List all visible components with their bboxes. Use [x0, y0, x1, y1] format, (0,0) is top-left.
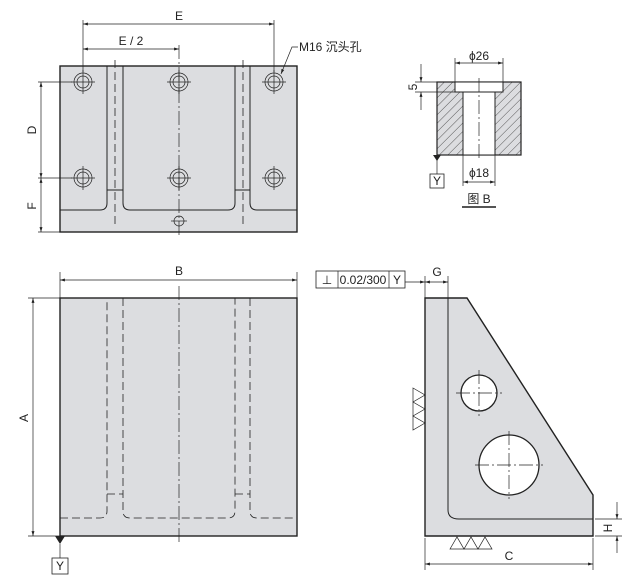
dia-26-label: ϕ26: [469, 49, 489, 63]
tolerance-datum: Y: [393, 273, 401, 287]
hole-note: M16 沉头孔: [299, 40, 362, 54]
section-b: ϕ26 5 ϕ18 Y 图 B: [406, 49, 522, 208]
dim-d-label: D: [25, 125, 39, 134]
datum-y-label: Y: [56, 559, 64, 573]
small-hole: [456, 370, 502, 416]
tolerance-value: 0.02/300: [340, 273, 387, 287]
dim-c-label: C: [505, 549, 514, 563]
front-view: B A Y: [17, 264, 298, 575]
dim-e-label: E: [175, 9, 183, 23]
section-b-title: 图 B: [467, 192, 490, 206]
large-hole: [475, 431, 543, 499]
dim-f-label: F: [25, 202, 39, 209]
tolerance-frame: ⊥ 0.02/300 Y: [315, 270, 425, 289]
dim-a-label: A: [17, 414, 31, 422]
dim-e-half-label: E / 2: [119, 34, 144, 48]
datum-y-label-b: Y: [433, 174, 441, 188]
depth-5-label: 5: [406, 83, 420, 90]
counterbore-holes: [71, 70, 286, 227]
dim-b-label: B: [175, 264, 183, 278]
perpendicularity-symbol: ⊥: [322, 273, 332, 287]
dim-h-label: H: [601, 524, 615, 533]
dim-g-label: G: [432, 265, 441, 279]
side-view: ⊥ 0.02/300 Y G C H: [315, 265, 622, 570]
dia-18-label: ϕ18: [469, 166, 489, 180]
top-view: E E / 2 M16 沉头孔 D F: [25, 9, 362, 238]
